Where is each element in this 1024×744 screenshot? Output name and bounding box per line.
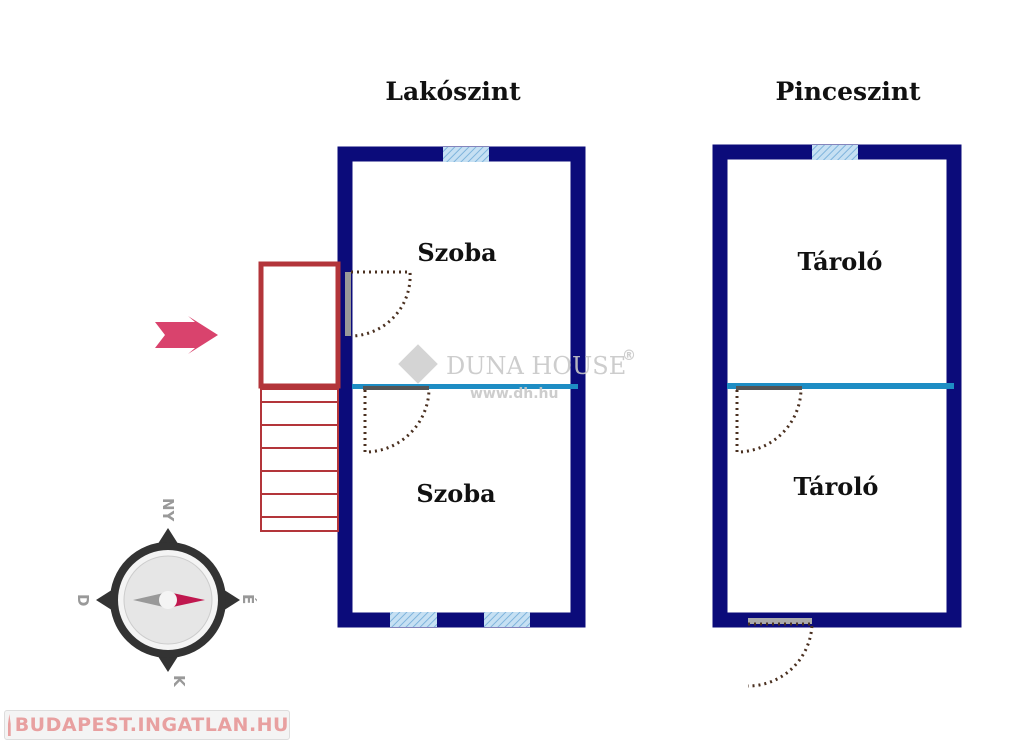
compass-label-east: É bbox=[239, 594, 258, 604]
window bbox=[390, 612, 437, 627]
door-swing bbox=[363, 389, 431, 454]
entrance-balcony bbox=[258, 261, 341, 532]
compass-needle-west bbox=[133, 592, 168, 608]
door bbox=[748, 618, 812, 624]
room-label: Tároló bbox=[794, 472, 879, 501]
compass-label-south: K bbox=[170, 675, 188, 688]
door bbox=[363, 386, 429, 390]
room-label: Szoba bbox=[416, 479, 495, 508]
basement-floor-plan: Tároló Tároló bbox=[712, 144, 962, 688]
living-floor-plan: Szoba Szoba bbox=[337, 146, 586, 628]
watermark-registered-mark: ® bbox=[622, 348, 636, 364]
window bbox=[812, 145, 858, 160]
room-label: Tároló bbox=[798, 247, 883, 276]
compass-needle-east bbox=[168, 592, 205, 608]
compass-icon: NY K D É bbox=[74, 498, 258, 688]
compass-label-north: NY bbox=[159, 498, 177, 523]
footer-logo-text: BUDAPEST.INGATLAN.HU bbox=[14, 714, 289, 736]
door bbox=[345, 272, 351, 336]
room-divider bbox=[727, 383, 954, 389]
duna-house-watermark: DUNA HOUSE ® www.dh.hu bbox=[398, 344, 636, 402]
watermark-url: www.dh.hu bbox=[470, 386, 558, 402]
door-swing bbox=[735, 389, 803, 454]
duna-house-logo-icon bbox=[398, 344, 438, 384]
window bbox=[484, 612, 530, 627]
door-swing bbox=[350, 270, 412, 338]
room-label: Szoba bbox=[417, 238, 496, 267]
floor-title-basement: Pinceszint bbox=[775, 77, 921, 106]
footer-logo: BUDAPEST.INGATLAN.HU bbox=[4, 710, 290, 740]
room-divider bbox=[352, 384, 578, 389]
stairs bbox=[260, 388, 339, 532]
watermark-brand: DUNA HOUSE bbox=[446, 352, 626, 380]
door bbox=[736, 386, 802, 390]
house-icon bbox=[8, 714, 11, 736]
compass-label-west: D bbox=[74, 594, 92, 606]
window bbox=[443, 147, 489, 162]
floor-title-living: Lakószint bbox=[385, 77, 521, 106]
door-swing bbox=[747, 622, 814, 688]
entrance-arrow-icon bbox=[155, 316, 218, 354]
